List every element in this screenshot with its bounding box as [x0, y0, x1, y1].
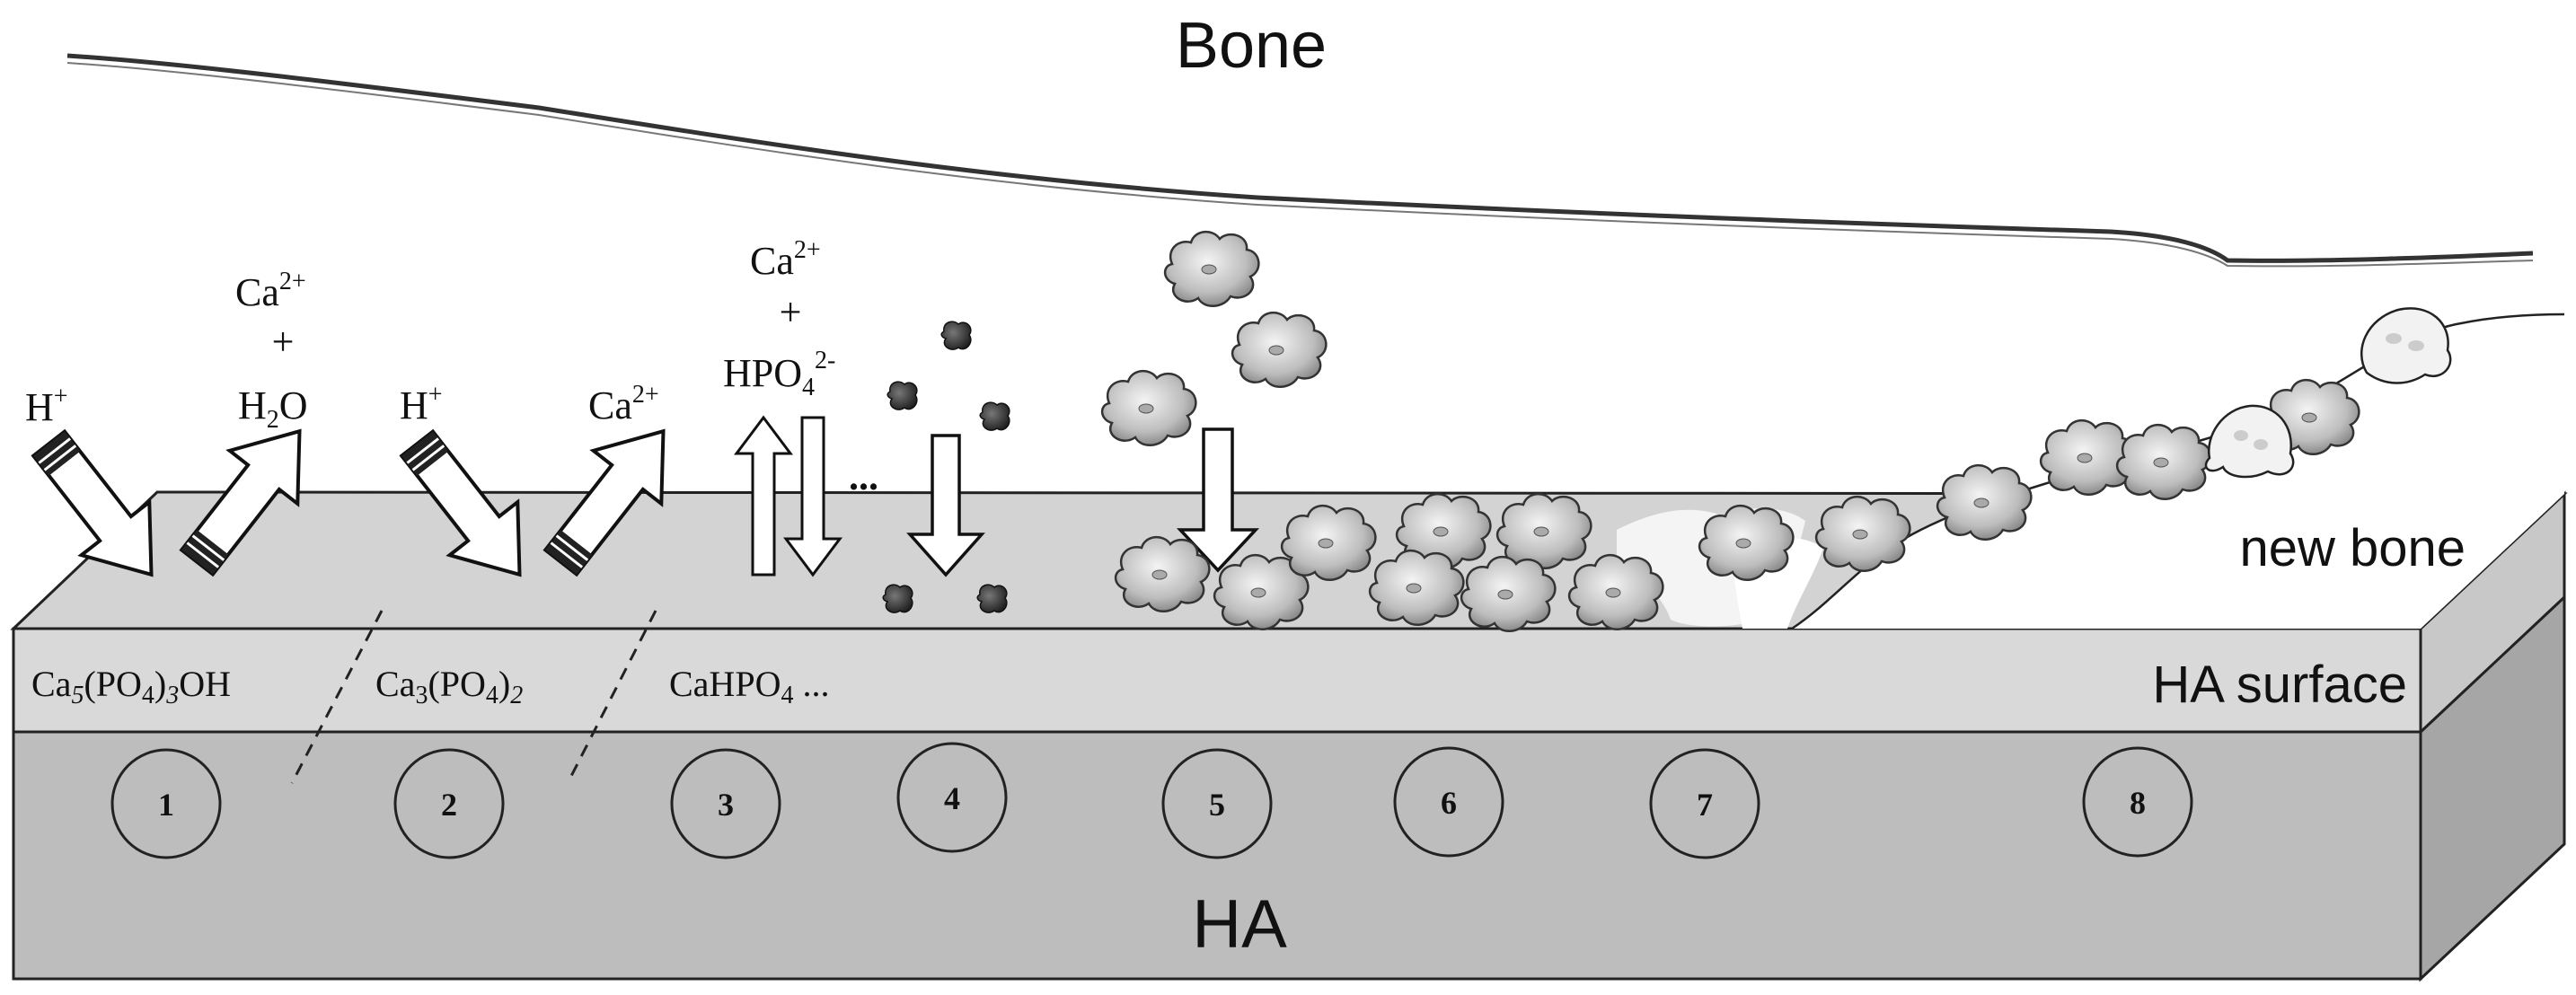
- ca2-label-top: Ca2+: [235, 268, 306, 314]
- cell-icon: [1567, 553, 1664, 631]
- h2o-label: H2O: [238, 383, 308, 434]
- cell-icon: [1114, 535, 1211, 613]
- formula-dcpa: CaHPO4 ...: [669, 664, 829, 709]
- stage-circle-7: 7: [1649, 748, 1760, 859]
- separator-1-2: [290, 610, 384, 784]
- arrow-stage4-down: [906, 434, 985, 577]
- arrow-stage5-down: [1176, 427, 1260, 573]
- stage-circle-4: 4: [896, 742, 1008, 853]
- osteocyte-icon: [2204, 404, 2295, 479]
- cell-icon: [1163, 230, 1260, 308]
- stage-circle-8: 8: [2082, 746, 2193, 858]
- particle-icon: [940, 321, 972, 350]
- bone-label: Bone: [1176, 10, 1327, 82]
- ha-surface-label: HA surface: [2152, 656, 2407, 714]
- cell-icon: [1280, 504, 1377, 582]
- cell-icon: [1100, 369, 1197, 447]
- particle-icon: [882, 584, 913, 613]
- particle-icon: [887, 381, 918, 410]
- stage-circle-2: 2: [393, 748, 505, 859]
- svg-text:7: 7: [1697, 787, 1713, 823]
- separator-2-3: [566, 610, 657, 784]
- arrow-h2o-out-1: [179, 428, 302, 577]
- hpo4-label: HPO42-: [723, 347, 835, 401]
- cell-icon: [1495, 492, 1592, 570]
- arrow-ca-out-2: [543, 428, 666, 577]
- stage-circle-6: 6: [1393, 746, 1504, 858]
- cell-icon: [1698, 504, 1795, 582]
- new-bone-label: new bone: [2239, 519, 2466, 577]
- ca2-label-right: Ca2+: [588, 381, 659, 427]
- svg-text:1: 1: [158, 787, 174, 823]
- stage-circle-1: 1: [110, 748, 222, 859]
- ha-surface-layer: [12, 627, 2422, 734]
- bone-boundary-line: [66, 53, 2534, 263]
- cell-icon: [1368, 549, 1465, 627]
- particle-icon: [979, 401, 1010, 431]
- cell-icon: [1814, 495, 1911, 573]
- svg-text:6: 6: [1441, 785, 1457, 821]
- arrow-stage3-down: [783, 416, 842, 577]
- cell-icon: [1231, 311, 1328, 389]
- ha-label: HA: [1192, 886, 1287, 963]
- plus-sign-top: +: [272, 320, 295, 364]
- svg-text:2: 2: [441, 787, 457, 823]
- h-plus-label-2: H+: [400, 381, 443, 427]
- svg-text:8: 8: [2130, 785, 2146, 821]
- ellipsis-label: ...: [849, 454, 878, 498]
- particle-icon: [976, 584, 1008, 613]
- arrow-h-plus-in-2: [399, 428, 522, 577]
- formula-tcp: Ca3(PO4)2: [375, 664, 523, 709]
- cell-icon: [1936, 463, 2033, 542]
- cell-icon: [2115, 423, 2212, 501]
- arrow-h-plus-in-1: [31, 428, 154, 577]
- formula-hydroxyapatite: Ca5(PO4)3OH: [31, 664, 231, 709]
- osteocyte-icon: [2360, 307, 2452, 384]
- stage-circle-5: 5: [1161, 748, 1273, 859]
- svg-text:3: 3: [718, 787, 734, 823]
- svg-text:5: 5: [1209, 787, 1225, 823]
- arrow-stage3-up: [734, 415, 793, 577]
- h-plus-label-1: H+: [25, 383, 68, 429]
- ca2-label-stage3: Ca2+: [750, 236, 821, 283]
- stage-circle-3: 3: [670, 748, 781, 859]
- svg-text:4: 4: [944, 780, 960, 816]
- plus-sign-stage3: +: [780, 290, 802, 334]
- cell-icon: [1460, 555, 1557, 633]
